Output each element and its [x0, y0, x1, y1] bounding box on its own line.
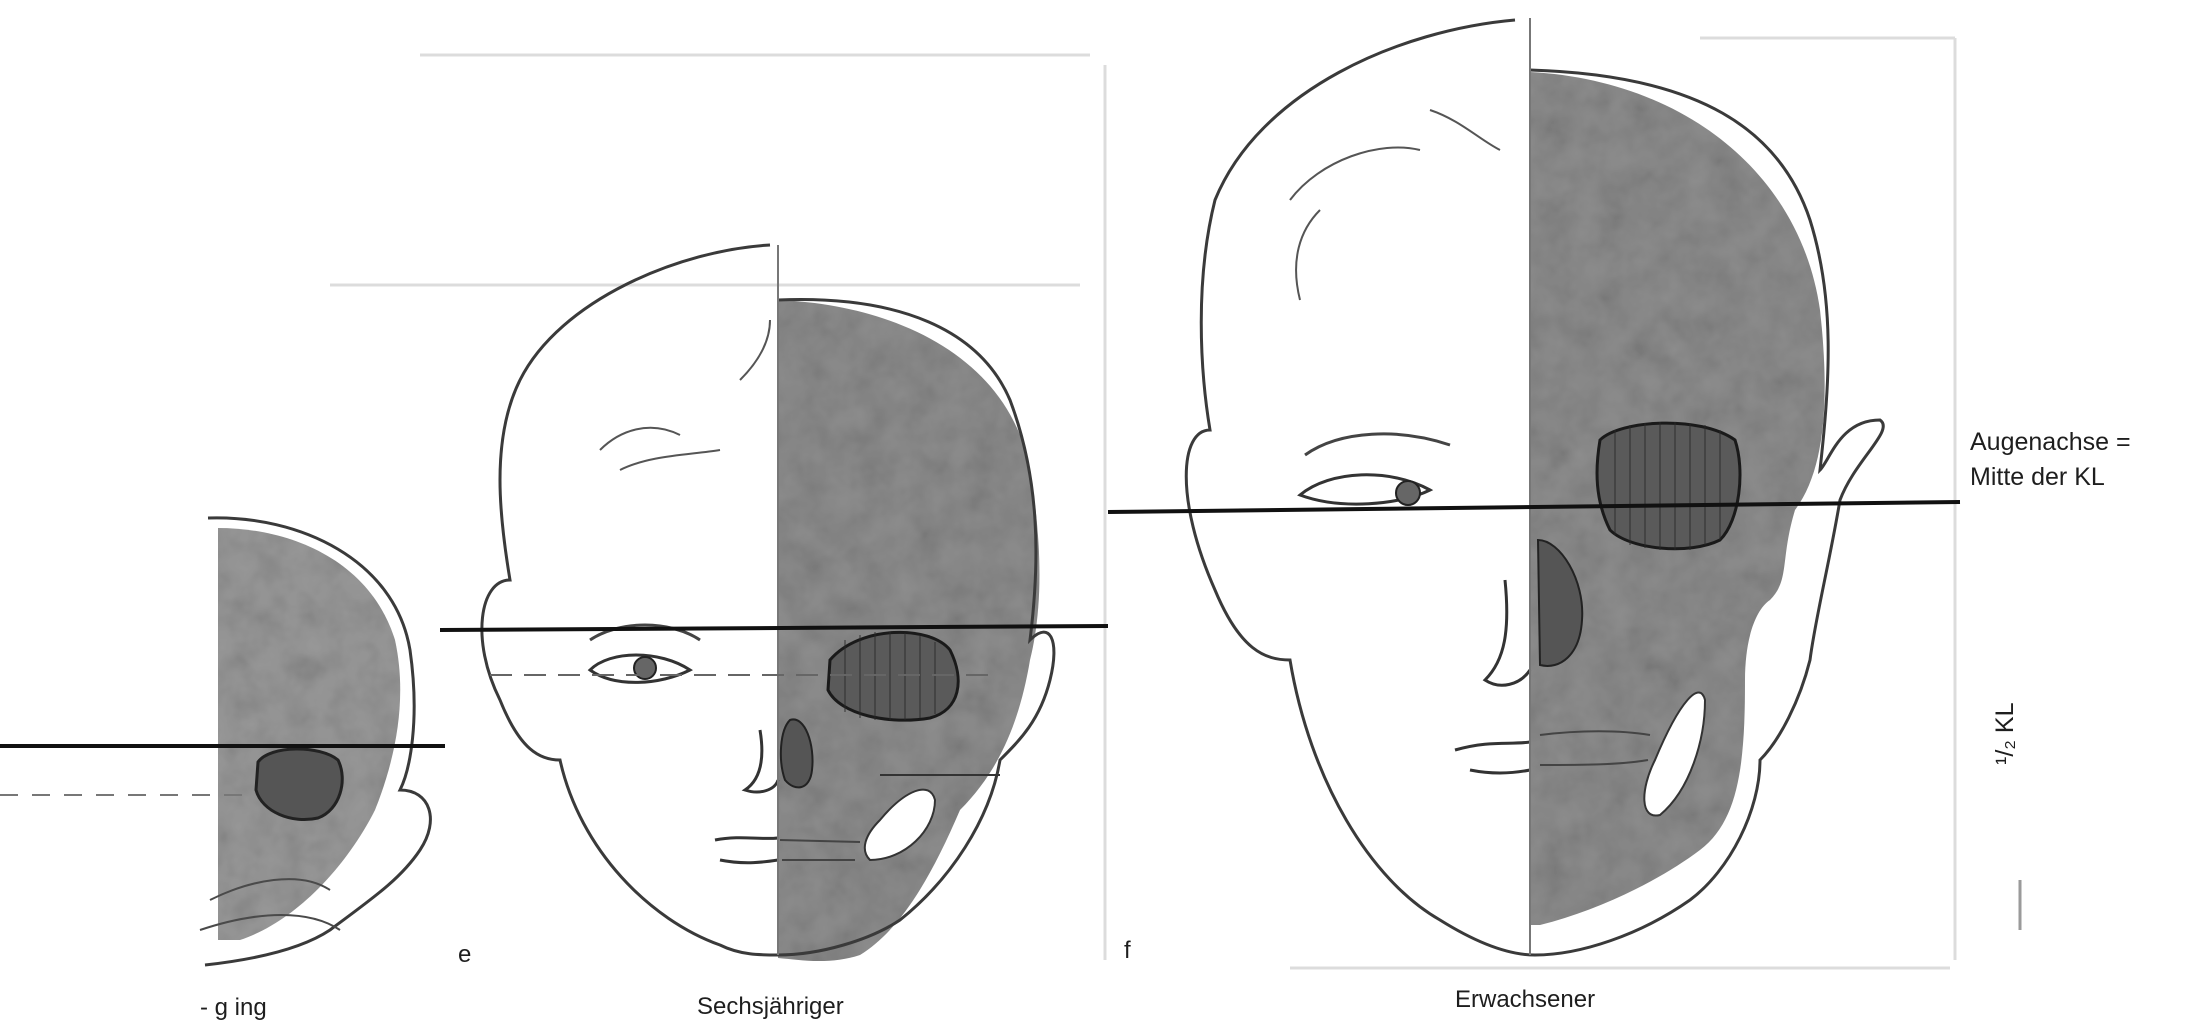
adult-mouth: [1455, 742, 1530, 773]
child-caption: Sechsjähriger: [697, 993, 844, 1020]
infant-caption: - g ing: [200, 994, 267, 1021]
adult-caption: Erwachsener: [1455, 986, 1595, 1013]
panel-label-e: e: [458, 941, 471, 968]
child-skull-half: [778, 300, 1039, 961]
eye-axis-label-line2: Mitte der KL: [1970, 463, 2105, 491]
infant-orbit: [256, 749, 342, 820]
child-orbit: [828, 632, 958, 720]
adult-nose: [1485, 580, 1530, 685]
eye-axis-label-line1: Augenachse =: [1970, 428, 2131, 456]
child-mouth: [715, 838, 778, 863]
half-kl-label: ¹/₂ KL: [1991, 702, 2019, 765]
panel-label-f: f: [1124, 937, 1131, 964]
adult-head: [1186, 18, 1883, 955]
adult-brow: [1305, 434, 1450, 455]
adult-hair-lines: [1290, 110, 1500, 300]
child-nose: [745, 730, 778, 792]
infant-skull-half: [218, 528, 400, 940]
infant-head: [0, 518, 430, 965]
child-hair-lines: [600, 320, 770, 470]
child-head: [482, 245, 1054, 961]
adult-orbit: [1597, 423, 1740, 549]
